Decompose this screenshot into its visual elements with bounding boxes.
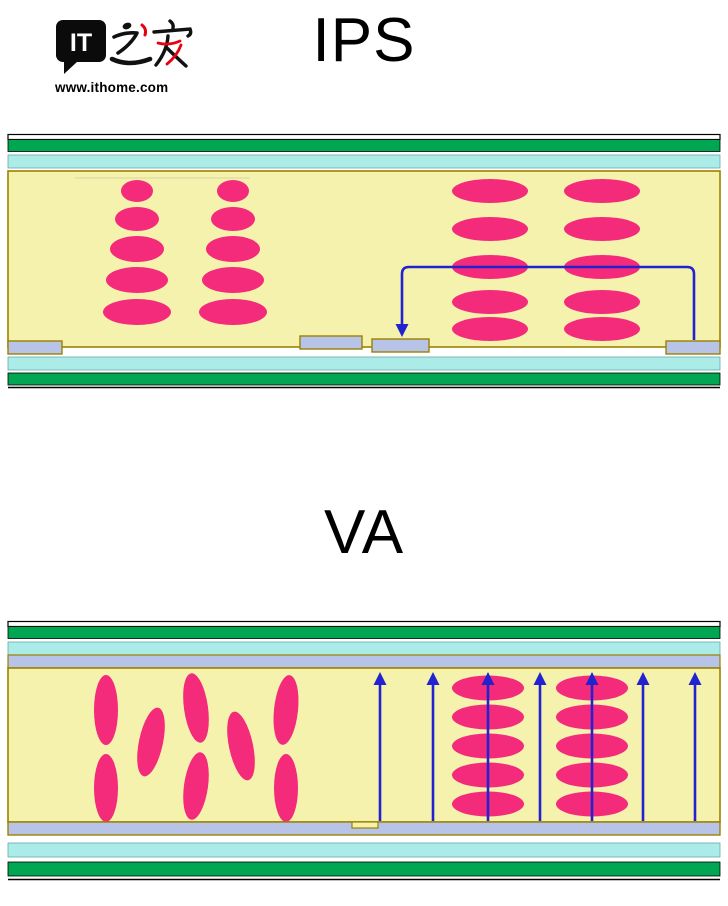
- ips-molecule-on: [452, 317, 528, 341]
- va-field-arrow-head: [636, 672, 650, 685]
- va-top-polarizer: [7, 626, 721, 639]
- ips-electrode-mid-a: [299, 335, 363, 350]
- va-bottom-polarizer: [7, 861, 721, 877]
- ips-title: IPS: [312, 6, 416, 75]
- ips-molecule-off: [110, 236, 164, 262]
- va-molecule-off: [227, 711, 255, 781]
- ips-top-glass-edge: [7, 133, 721, 141]
- logo-badge-tail: [64, 61, 78, 74]
- va-bottom-substrate: [7, 842, 721, 858]
- ips-top-polarizer: [7, 139, 721, 152]
- ips-bottom-polarizer: [7, 372, 721, 386]
- jia-dot-stroke: [168, 19, 175, 30]
- va-molecule-off: [183, 673, 209, 743]
- ips-bottom-substrate: [7, 356, 721, 371]
- va-top-glass-edge: [7, 620, 721, 628]
- va-molecule-off: [94, 675, 118, 745]
- ips-molecule-on: [452, 217, 528, 241]
- va-top-substrate: [7, 641, 721, 656]
- ips-molecule-on: [564, 317, 640, 341]
- jia-red-tail-stroke: [165, 43, 183, 66]
- va-molecule-off: [94, 754, 118, 822]
- va-electrode-notch: [351, 821, 379, 829]
- ithome-logo: IT 之家 www.ithome.com: [55, 18, 215, 95]
- ips-electrode-right: [665, 340, 721, 355]
- va-field-arrow-head: [688, 672, 702, 685]
- ithome-url-text: www.ithome.com: [55, 80, 169, 95]
- jia-red-accent-stroke: [156, 39, 182, 46]
- jia-left-sweep-stroke: [154, 34, 170, 67]
- ips-electrode-left: [7, 340, 63, 355]
- ips-field-arrowhead: [395, 324, 409, 337]
- zhi-sweep-stroke: [109, 56, 153, 66]
- ips-molecule-off: [115, 207, 159, 231]
- zhi-dot-stroke: [122, 22, 132, 30]
- ips-molecule-off: [103, 299, 171, 325]
- va-top-electrode: [7, 654, 721, 669]
- logo-cn-calligraphy: [109, 19, 193, 68]
- ips-molecule-on: [564, 179, 640, 203]
- va-molecule-off: [274, 754, 298, 822]
- ips-molecule-off: [106, 267, 168, 293]
- va-field-arrow-head: [533, 672, 547, 685]
- ips-molecule-off: [211, 207, 255, 231]
- jia-roof-stroke: [152, 27, 193, 38]
- zhi-horizontal-stroke: [112, 31, 139, 39]
- va-molecule-off: [273, 675, 299, 745]
- va-title: VA: [323, 498, 405, 567]
- va-molecule-off: [137, 707, 165, 777]
- ips-molecule-on: [564, 217, 640, 241]
- va-field-arrow-head: [585, 672, 599, 685]
- zhi-red-accent-stroke: [140, 23, 148, 37]
- ips-molecule-off: [199, 299, 267, 325]
- va-field-arrow-head: [373, 672, 387, 685]
- ithome-logo-art: IT: [56, 19, 193, 74]
- ips-molecule-off: [206, 236, 260, 262]
- ips-field-line: [400, 265, 696, 340]
- ips-molecule-on: [452, 290, 528, 314]
- ips-molecule-off: [202, 267, 264, 293]
- logo-badge-text: IT: [70, 29, 92, 57]
- va-field-arrow-head: [426, 672, 440, 685]
- zhi-diagonal-stroke: [116, 33, 138, 55]
- ips-molecule-off: [121, 180, 153, 202]
- logo-badge: [56, 20, 106, 62]
- va-panel-diagram: [7, 620, 721, 881]
- ips-panel-diagram: [7, 133, 721, 389]
- va-molecule-off: [183, 752, 209, 820]
- ips-electrode-mid-b: [371, 338, 430, 353]
- ips-top-substrate: [7, 154, 721, 169]
- va-field-arrow-head: [481, 672, 495, 685]
- ips-molecule-off: [217, 180, 249, 202]
- ips-molecule-on: [452, 179, 528, 203]
- ips-molecule-on: [564, 290, 640, 314]
